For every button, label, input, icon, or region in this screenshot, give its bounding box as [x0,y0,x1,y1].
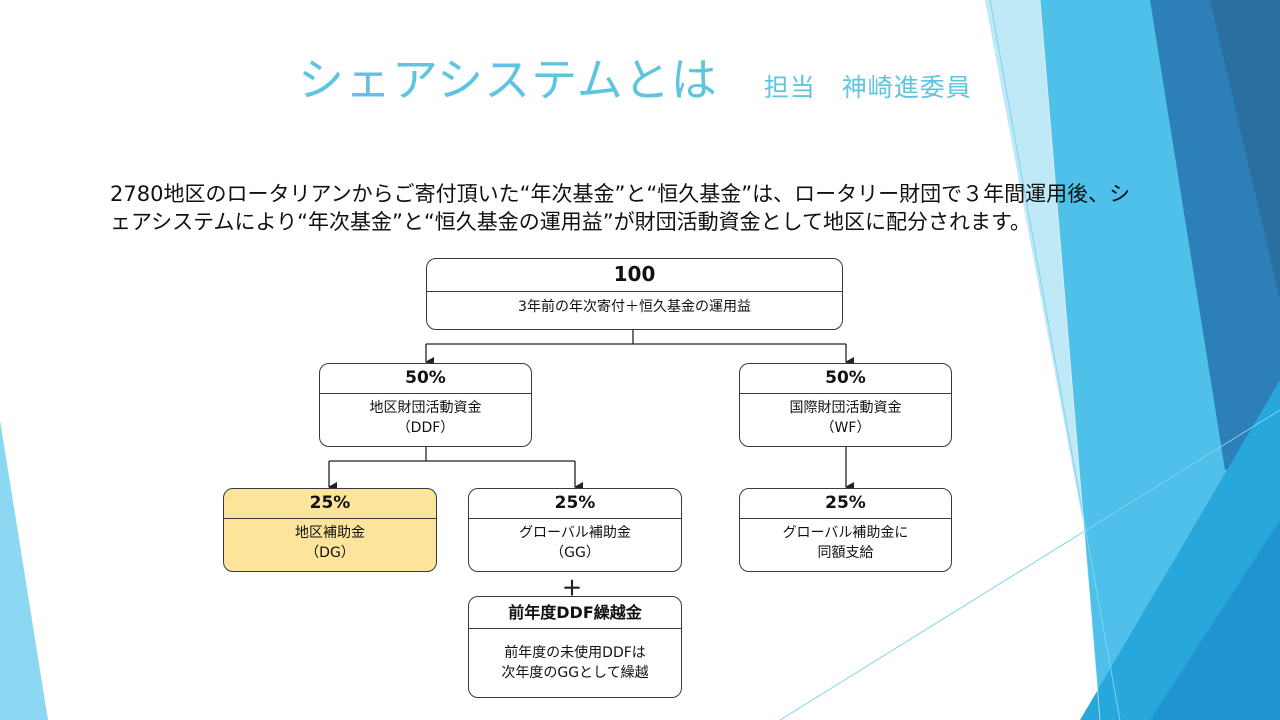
root-box: 100 3年前の年次寄付＋恒久基金の運用益 [426,258,843,330]
wf-gg-value: 25% [740,489,951,519]
left-deco-triangle [0,420,48,720]
title-area: シェアシステムとは 担当 神崎進委員 [298,44,972,107]
deco-line-3 [1039,0,1101,720]
dg-value: 25% [224,489,436,519]
wf-gg-sub: 同額支給 [817,545,874,561]
deco-line-2 [779,409,1280,720]
intro-paragraph: 2780地区のロータリアンからご寄付頂いた“年次基金”と“恒久基金”は、ロータリ… [110,182,1131,234]
wf-gg-label: グローバル補助金に [782,525,909,541]
carry-over-line2: 次年度のGGとして繰越 [501,665,649,681]
wf-gg-box: 25% グローバル補助金に 同額支給 [739,488,952,572]
ddf-sub: （DDF） [396,420,455,436]
wf-sub: （WF） [820,420,871,436]
carry-over-line1: 前年度の未使用DDFは [504,645,646,661]
carry-over-title: 前年度DDF繰越金 [469,597,681,629]
right-deco-darker [1210,0,1280,300]
gg-sub: （GG） [550,545,600,561]
slide-title: シェアシステムとは [298,53,718,107]
right-deco-bottom-2 [1150,520,1280,720]
gg-value: 25% [469,489,681,519]
ddf-label: 地区財団活動資金 [369,400,482,416]
ddf-value: 50% [320,364,531,394]
root-value: 100 [427,259,842,292]
plus-sign: ＋ [562,576,582,600]
wf-label: 国際財団活動資金 [789,400,902,416]
dg-label: 地区補助金 [295,525,365,541]
presenter-label: 担当 神崎進委員 [763,73,972,102]
ddf-box: 50% 地区財団活動資金 （DDF） [319,363,532,447]
gg-label: グローバル補助金 [519,525,631,541]
dg-sub: （DG） [305,545,355,561]
wf-value: 50% [740,364,951,394]
root-label: 3年前の年次寄付＋恒久基金の運用益 [518,299,751,315]
gg-box: 25% グローバル補助金 （GG） [468,488,682,572]
deco-line-1 [989,0,1121,720]
wf-box: 50% 国際財団活動資金 （WF） [739,363,952,447]
carry-over-box: 前年度DDF繰越金 前年度の未使用DDFは 次年度のGGとして繰越 [468,596,682,698]
dg-box: 25% 地区補助金 （DG） [223,488,437,572]
